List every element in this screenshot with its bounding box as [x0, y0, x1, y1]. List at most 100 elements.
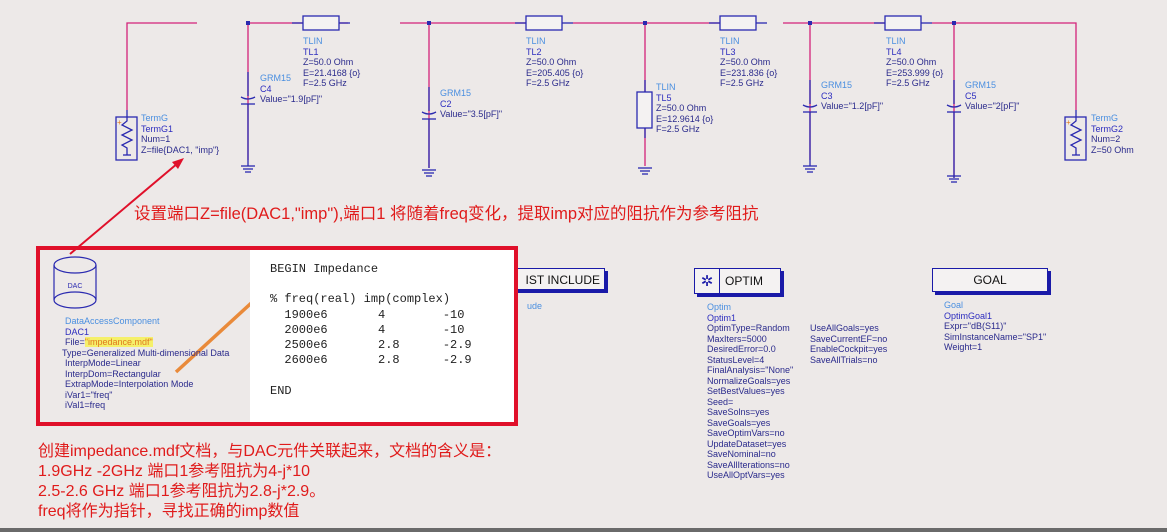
goal-label: GOAL: [973, 273, 1007, 287]
param: SaveOptimVars=no: [707, 428, 785, 438]
optim-params-col1[interactable]: Optim Optim1 OptimType=Random MaxIters=5…: [707, 302, 793, 481]
param: Z=50.0 Ohm: [720, 57, 771, 67]
component-type: TLIN: [656, 82, 676, 92]
series-tlines: [302, 15, 922, 129]
component-type: TLIN: [886, 36, 906, 46]
component-name: C4: [260, 83, 272, 94]
include-label: IST INCLUDE: [525, 273, 600, 287]
tl4-label[interactable]: TLIN TL4 Z=50.0 Ohm E=253.999 {o} F=2.5 …: [886, 36, 943, 89]
mdf-line: 2600e6 2.8 -2.9: [270, 353, 472, 368]
optim-block[interactable]: ✲ OPTIM: [694, 268, 781, 294]
param: E=12.9614 {o}: [656, 113, 714, 124]
c3-symbol: [802, 80, 818, 160]
param: Z=50.0 Ohm: [886, 57, 937, 67]
tl5-symbol: [636, 91, 653, 129]
component-type: DataAccessComponent: [65, 316, 160, 326]
param: InterpDom=Rectangular: [65, 368, 161, 379]
component-name: TermG2: [1091, 123, 1124, 134]
plus-icon: +: [117, 118, 122, 127]
ground-icon: [422, 169, 436, 177]
component-name: TL4: [886, 46, 902, 57]
component-name: TL3: [720, 46, 736, 57]
component-name: Optim1: [707, 312, 737, 323]
note-line: 创建impedance.mdf文档，与DAC元件关联起来，文档的含义是：: [38, 443, 502, 460]
component-type: GRM15: [965, 80, 997, 90]
c4-label[interactable]: GRM15 C4 Value="1.9[pF]": [260, 73, 322, 105]
param: Z=50 Ohm: [1091, 144, 1134, 155]
param: OptimType=Random: [707, 323, 790, 333]
c5-symbol: [946, 80, 962, 178]
component-type: GRM15: [440, 88, 472, 98]
param: Weight=1: [944, 342, 983, 352]
tl2-label[interactable]: TLIN TL2 Z=50.0 Ohm E=205.405 {o} F=2.5 …: [526, 36, 583, 89]
bottom-edge: [0, 528, 1167, 532]
param: E=231.836 {o}: [720, 67, 778, 78]
mdf-line: BEGIN Impedance: [270, 262, 379, 276]
c3-label[interactable]: GRM15 C3 Value="1.2[pF]": [821, 80, 883, 112]
dac-label[interactable]: DataAccessComponent DAC1 File="impedance…: [62, 316, 230, 411]
component-type: GRM15: [821, 80, 853, 90]
component-name: C2: [440, 98, 452, 109]
tl3-symbol: [719, 15, 757, 31]
term-g1-label[interactable]: TermG TermG1 Num=1 Z=file{DAC1, "imp"}: [141, 113, 219, 155]
term-g1-symbol: [115, 110, 138, 161]
param: Seed=: [707, 396, 734, 407]
param: Value="1.9[pF]": [260, 94, 323, 104]
dac-highlight-frame: [36, 246, 518, 426]
tline-stubs: [292, 22, 932, 138]
goal-block[interactable]: GOAL: [932, 268, 1048, 292]
component-name: C3: [821, 90, 833, 101]
param: StatusLevel=4: [707, 354, 765, 365]
component-type: TLIN: [720, 36, 740, 46]
mdf-file-view[interactable]: BEGIN Impedance % freq(real) imp(complex…: [250, 250, 514, 422]
component-name: TL1: [303, 46, 319, 57]
c2-label[interactable]: GRM15 C2 Value="3.5[pF]": [440, 88, 502, 120]
param: SaveCurrentEF=no: [810, 333, 888, 344]
mdf-line: END: [270, 383, 292, 398]
param: F=2.5 GHz: [886, 78, 930, 88]
component-type: TLIN: [303, 36, 323, 46]
tl5-label[interactable]: TLIN TL5 Z=50.0 Ohm E=12.9614 {o} F=2.5 …: [656, 82, 713, 135]
mdf-line: 2000e6 4 -10: [270, 322, 465, 337]
goal-params[interactable]: Goal OptimGoal1 Expr="dB(S11)" SimInstan…: [944, 300, 1046, 353]
c5-label[interactable]: GRM15 C5 Value="2[pF]": [965, 80, 1020, 112]
c2-symbol: [421, 87, 437, 168]
param: Num=1: [141, 134, 171, 144]
param: Value="2[pF]": [965, 101, 1020, 111]
param: Value="1.2[pF]": [821, 101, 884, 111]
tl4-symbol: [884, 15, 922, 31]
dac-file-param: File="impedance.mdf": [65, 337, 153, 347]
param: E=253.999 {o}: [886, 67, 944, 78]
term-g2-label[interactable]: TermG TermG2 Num=2 Z=50 Ohm: [1091, 113, 1134, 155]
param: UpdateDataset=yes: [707, 438, 787, 449]
tl1-label[interactable]: TLIN TL1 Z=50.0 Ohm E=21.4168 {o} F=2.5 …: [303, 36, 360, 89]
term-symbols: [115, 110, 1087, 161]
param: SaveGoals=yes: [707, 417, 771, 428]
mdf-line: % freq(real) imp(complex): [270, 292, 451, 307]
ground-icon: [241, 160, 255, 173]
param: MaxIters=5000: [707, 333, 767, 344]
param: Value="3.5[pF]": [440, 109, 503, 119]
tl1-symbol: [302, 15, 340, 31]
param: Type=Generalized Multi-dimensional Data: [62, 347, 230, 358]
param: SetBestValues=yes: [707, 386, 785, 396]
param: SimInstanceName="SP1": [944, 331, 1047, 342]
param: F=2.5 GHz: [303, 78, 347, 88]
component-name: TL5: [656, 92, 672, 103]
param: Z=50.0 Ohm: [526, 57, 577, 67]
ground-symbols: [241, 160, 961, 183]
include-sub: ude: [527, 301, 543, 311]
param: FinalAnalysis="None": [707, 365, 794, 375]
param: E=205.405 {o}: [526, 67, 584, 78]
note-line: 1.9GHz -2GHz 端口1参考阻抗为4-j*10: [38, 463, 311, 480]
tl3-label[interactable]: TLIN TL3 Z=50.0 Ohm E=231.836 {o} F=2.5 …: [720, 36, 777, 89]
param: iVar1="freq": [65, 389, 113, 400]
param: InterpMode=Linear: [65, 358, 141, 368]
component-name: OptimGoal1: [944, 310, 993, 321]
param: E=21.4168 {o}: [303, 67, 361, 78]
include-block[interactable]: IST INCLUDE: [495, 268, 605, 290]
optim-params-col2[interactable]: UseAllGoals=yes SaveCurrentEF=no EnableC…: [810, 323, 887, 365]
mdf-line: 2500e6 2.8 -2.9: [270, 338, 472, 353]
note-line: 2.5-2.6 GHz 端口1参考阻抗为2.8-j*2.9。: [38, 483, 326, 500]
param: iVal1=freq: [65, 400, 106, 410]
